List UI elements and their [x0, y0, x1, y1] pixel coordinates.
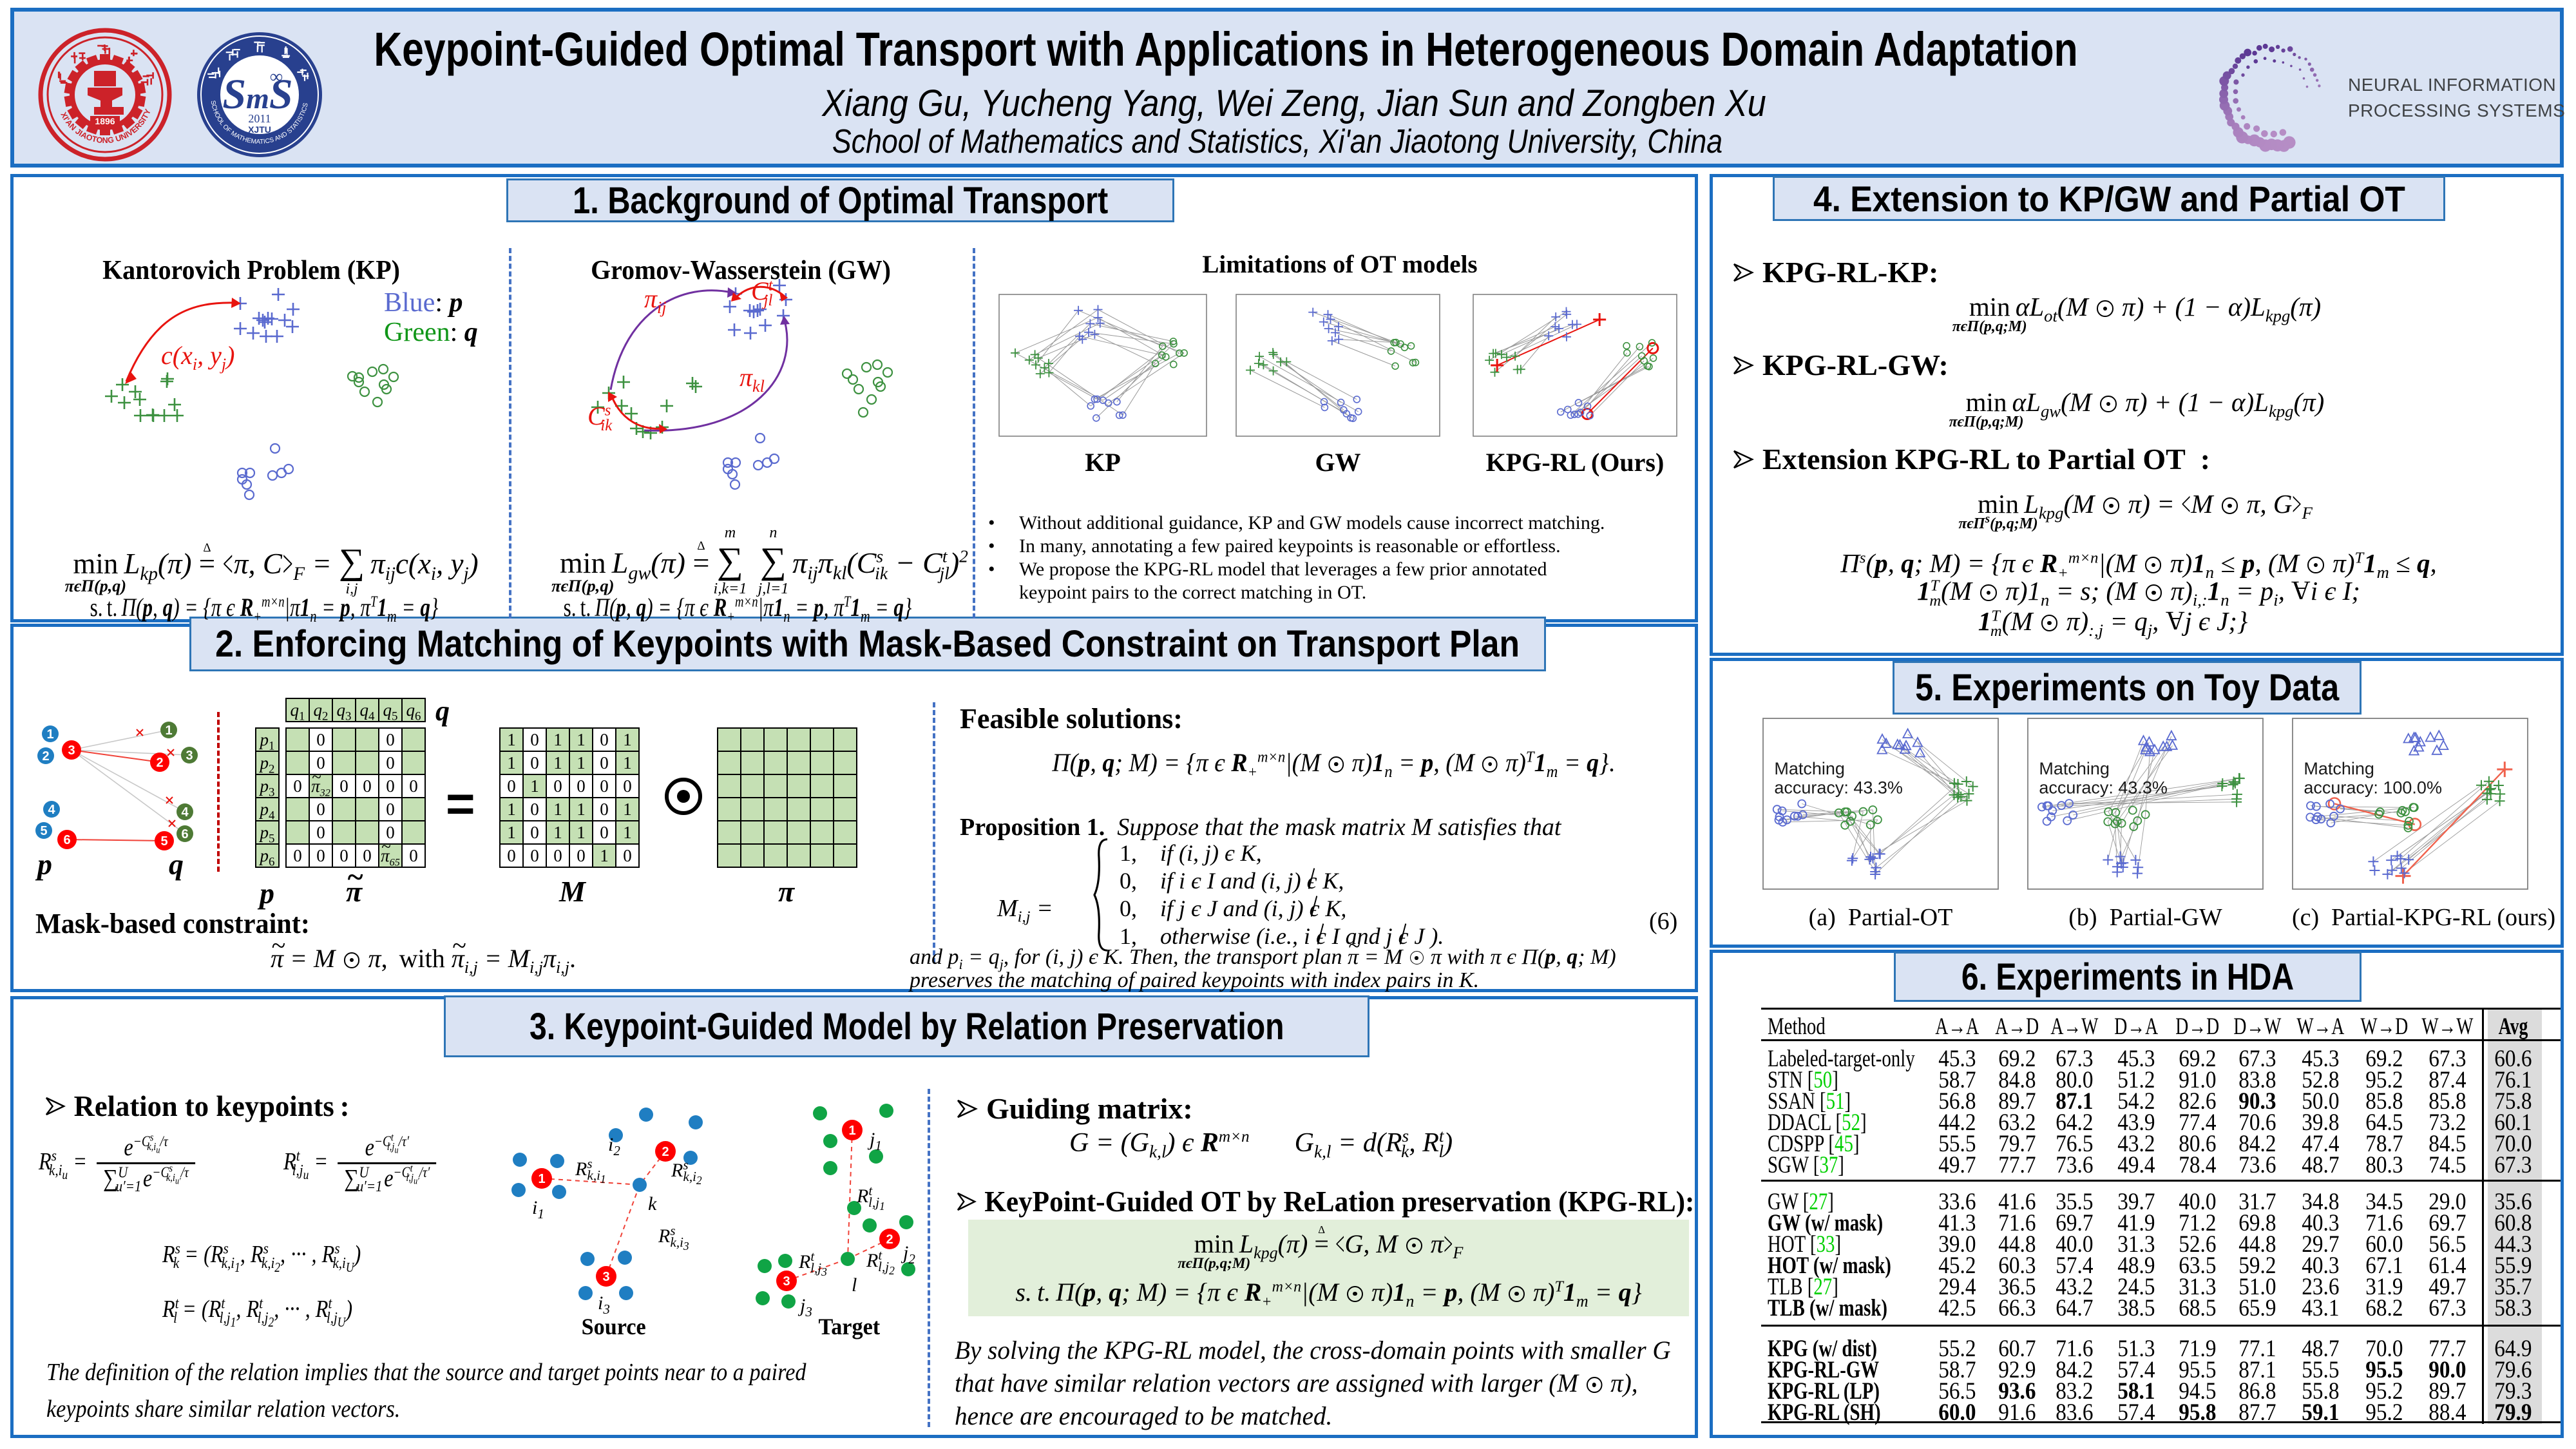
- svg-text:PROCESSING SYSTEMS: PROCESSING SYSTEMS: [2348, 101, 2565, 120]
- svg-text:Matching: Matching: [1774, 759, 1845, 778]
- svg-text:Matching: Matching: [2304, 759, 2374, 778]
- svg-text:6: 6: [63, 833, 70, 847]
- svg-text:2: 2: [42, 749, 49, 763]
- svg-text:3: 3: [68, 744, 75, 758]
- svg-text:3: 3: [186, 749, 193, 763]
- svg-text:XJTU: XJTU: [248, 124, 271, 135]
- svg-text:4: 4: [181, 805, 189, 820]
- svg-text:2: 2: [662, 1145, 669, 1159]
- svg-text:1: 1: [46, 727, 53, 742]
- svg-text:5: 5: [40, 824, 47, 838]
- svg-text:accuracy: 43.3%: accuracy: 43.3%: [1774, 778, 1903, 797]
- svg-text:4: 4: [48, 803, 55, 817]
- svg-text:2011: 2011: [248, 112, 271, 125]
- svg-text:1: 1: [848, 1124, 855, 1138]
- svg-text:NEURAL INFORMATION: NEURAL INFORMATION: [2348, 75, 2556, 95]
- svg-text:Matching: Matching: [2039, 759, 2110, 778]
- svg-text:6: 6: [181, 827, 188, 841]
- svg-text:5: 5: [160, 834, 167, 849]
- svg-text:2: 2: [886, 1233, 893, 1247]
- svg-text:1: 1: [165, 724, 172, 738]
- svg-text:accuracy: 100.0%: accuracy: 100.0%: [2304, 778, 2442, 797]
- svg-text:∞: ∞: [270, 67, 283, 87]
- svg-text:1896: 1896: [95, 116, 115, 126]
- svg-text:1: 1: [538, 1172, 545, 1186]
- svg-text:3: 3: [783, 1274, 790, 1289]
- svg-text:accuracy: 43.3%: accuracy: 43.3%: [2039, 778, 2168, 797]
- svg-text:3: 3: [602, 1270, 609, 1284]
- svg-text:2: 2: [156, 756, 163, 770]
